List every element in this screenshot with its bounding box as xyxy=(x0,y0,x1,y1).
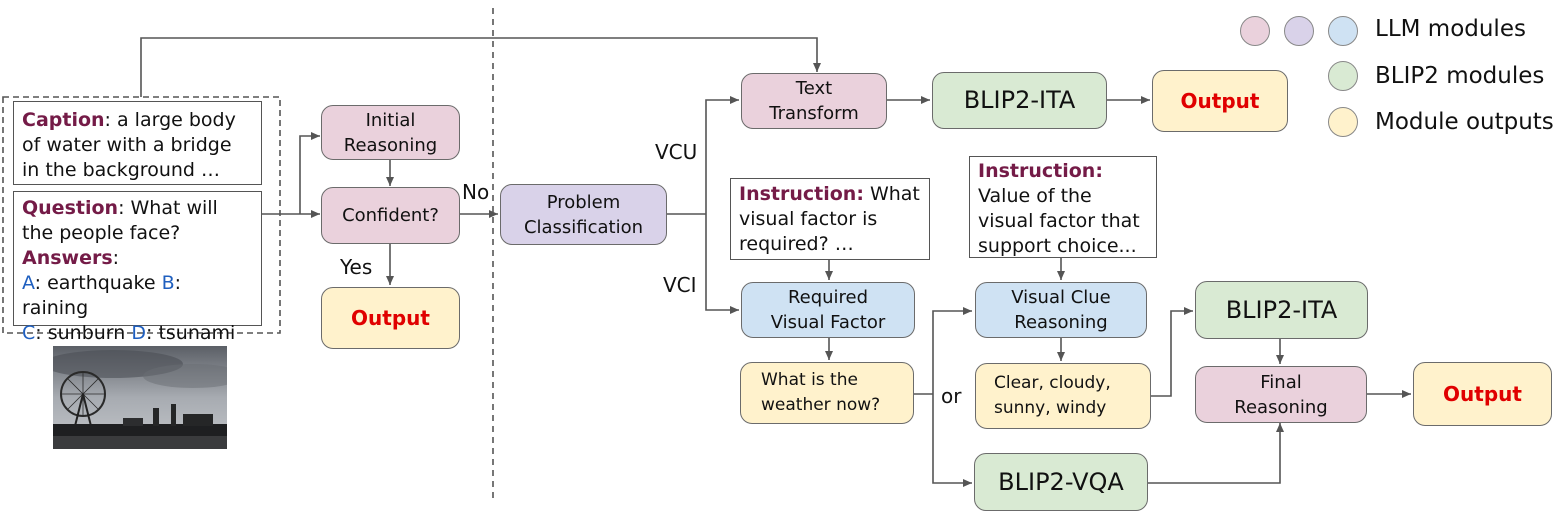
arrow-vqa-to-final xyxy=(1148,423,1284,484)
option-text: : raining xyxy=(22,272,182,319)
arrow-to-visual-clue-reasoning xyxy=(932,307,972,394)
vci-label: VCI xyxy=(663,273,697,297)
question-text: : What will the people face? xyxy=(22,197,218,244)
value-instruction-box: Instruction: Value of the visual factor … xyxy=(969,156,1157,258)
blip2-ita-bottom-node: BLIP2-ITA xyxy=(1195,281,1368,339)
arrow-to-text-transform xyxy=(705,96,739,214)
blip2-vqa-node: BLIP2-VQA xyxy=(974,453,1148,511)
confident-node: Confident? xyxy=(321,187,460,244)
value-instruction-text: Value of the visual factor that support … xyxy=(978,185,1140,257)
caption-label: Caption xyxy=(22,109,105,131)
arrow-answers-to-ita xyxy=(1151,307,1193,397)
legend-blip2-label: BLIP2 modules xyxy=(1375,63,1545,89)
weather-question-node: What is the weather now? xyxy=(740,362,914,424)
or-label: or xyxy=(941,384,962,408)
instruction-label: Instruction: xyxy=(739,183,864,205)
caption-text: : a large body of water with a bridge in… xyxy=(22,109,236,181)
output-bottom-node: Output xyxy=(1413,362,1552,426)
arrow-to-blip2-vqa xyxy=(932,394,972,487)
instruction-label: Instruction: xyxy=(978,160,1103,182)
option-letter: D xyxy=(131,322,147,344)
arrow-to-required-visual-factor xyxy=(705,214,739,314)
legend-dot-purple xyxy=(1284,16,1314,46)
yes-label: Yes xyxy=(340,255,373,279)
input-group-outline xyxy=(2,96,281,334)
london-skyline-image xyxy=(53,346,227,449)
legend-dot-pink xyxy=(1240,16,1270,46)
no-label: No xyxy=(462,180,490,204)
legend-outputs-label: Module outputs xyxy=(1375,109,1554,135)
legend-dot-blue xyxy=(1328,16,1358,46)
output-left-node: Output xyxy=(321,287,460,349)
blip2-ita-top-node: BLIP2-ITA xyxy=(932,72,1107,129)
output-top-node: Output xyxy=(1152,70,1288,132)
answers-colon: : xyxy=(112,247,120,269)
question-label: Question xyxy=(22,197,119,219)
option-letter: C xyxy=(22,322,36,344)
option-text: : tsunami xyxy=(146,322,236,344)
answers-label: Answers xyxy=(22,247,113,269)
option-text: : earthquake xyxy=(34,272,162,294)
option-letter: A xyxy=(22,272,35,294)
caption-box: Caption: a large body of water with a br… xyxy=(13,101,262,185)
legend-dot-green xyxy=(1328,61,1358,91)
factor-instruction-text: What visual factor is required? … xyxy=(739,183,920,255)
initial-reasoning-node: Initial Reasoning xyxy=(321,105,460,160)
required-visual-factor-node: Required Visual Factor xyxy=(741,282,915,338)
weather-answers-node: Clear, cloudy, sunny, windy xyxy=(975,363,1151,429)
legend-dot-yellow xyxy=(1328,107,1358,137)
vcu-label: VCU xyxy=(655,140,698,164)
final-reasoning-node: Final Reasoning xyxy=(1195,366,1367,423)
arrow-input-to-text-transform xyxy=(140,37,821,97)
option-letter: B xyxy=(161,272,175,294)
text-transform-node: Text Transform xyxy=(741,73,887,129)
option-text: : sunburn xyxy=(35,322,132,344)
arrow-to-initial-reasoning xyxy=(299,132,320,214)
factor-instruction-box: Instruction: What visual factor is requi… xyxy=(730,178,930,260)
problem-classification-node: Problem Classification xyxy=(500,184,667,245)
legend-llm-label: LLM modules xyxy=(1375,16,1526,42)
visual-clue-reasoning-node: Visual Clue Reasoning xyxy=(975,282,1147,338)
question-box: Question: What will the people face? Ans… xyxy=(13,191,262,344)
